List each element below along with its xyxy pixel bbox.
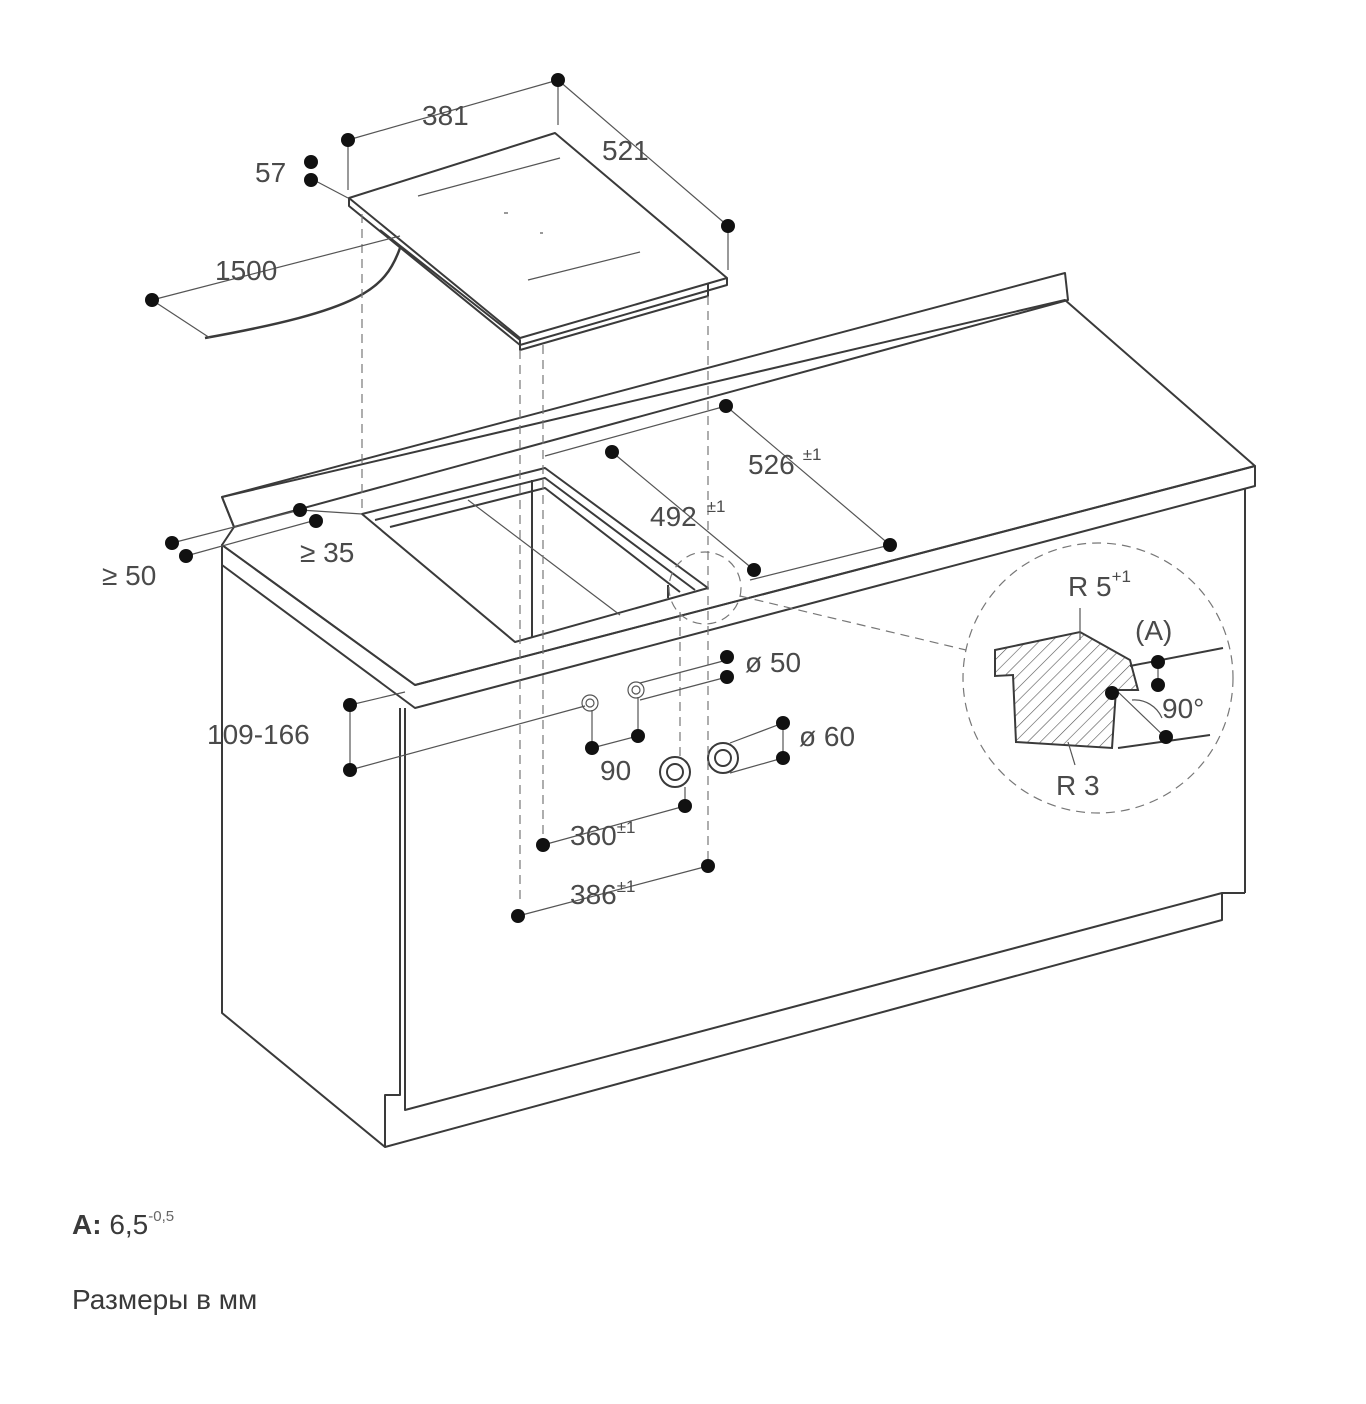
detail-a: [962, 542, 1234, 814]
legend-a-number: 6,5: [109, 1209, 149, 1240]
projection-lines: [361, 214, 967, 905]
label-526: 526±1: [748, 445, 822, 480]
dimension-lines: [151, 79, 1159, 917]
label-min-35: ≥ 35: [300, 537, 354, 568]
label-dia-60: ø 60: [799, 721, 855, 752]
legend-a-value: A: 6,5-0,5: [72, 1208, 174, 1241]
label-386: 386±1: [570, 877, 636, 910]
label-r3: R 3: [1056, 770, 1100, 801]
label-angle-90: 90°: [1162, 693, 1204, 724]
label-dia-50: ø 50: [745, 647, 801, 678]
label-1500: 1500: [215, 255, 277, 286]
label-90: 90: [600, 755, 631, 786]
label-109-166: 109-166: [207, 719, 310, 750]
legend-a-tolerance: -0,5: [148, 1208, 175, 1225]
connectors: [581, 681, 739, 788]
label-r5: R 5+1: [1068, 567, 1131, 602]
label-521: 521: [602, 135, 649, 166]
cutout: [361, 467, 709, 643]
dimension-dots: [145, 73, 1173, 923]
label-381: 381: [422, 100, 469, 131]
dimension-labels: 381 521 57 1500 526±1 492±1 ≥ 50 ≥ 35 10…: [102, 100, 1204, 910]
label-57: 57: [255, 157, 286, 188]
label-min-50: ≥ 50: [102, 560, 156, 591]
label-360: 360±1: [570, 818, 636, 851]
label-492: 492±1: [650, 497, 726, 532]
label-detail-a: (A): [1135, 615, 1172, 646]
legend-a-key: A:: [72, 1209, 102, 1240]
legend-units: Размеры в мм: [72, 1284, 258, 1315]
